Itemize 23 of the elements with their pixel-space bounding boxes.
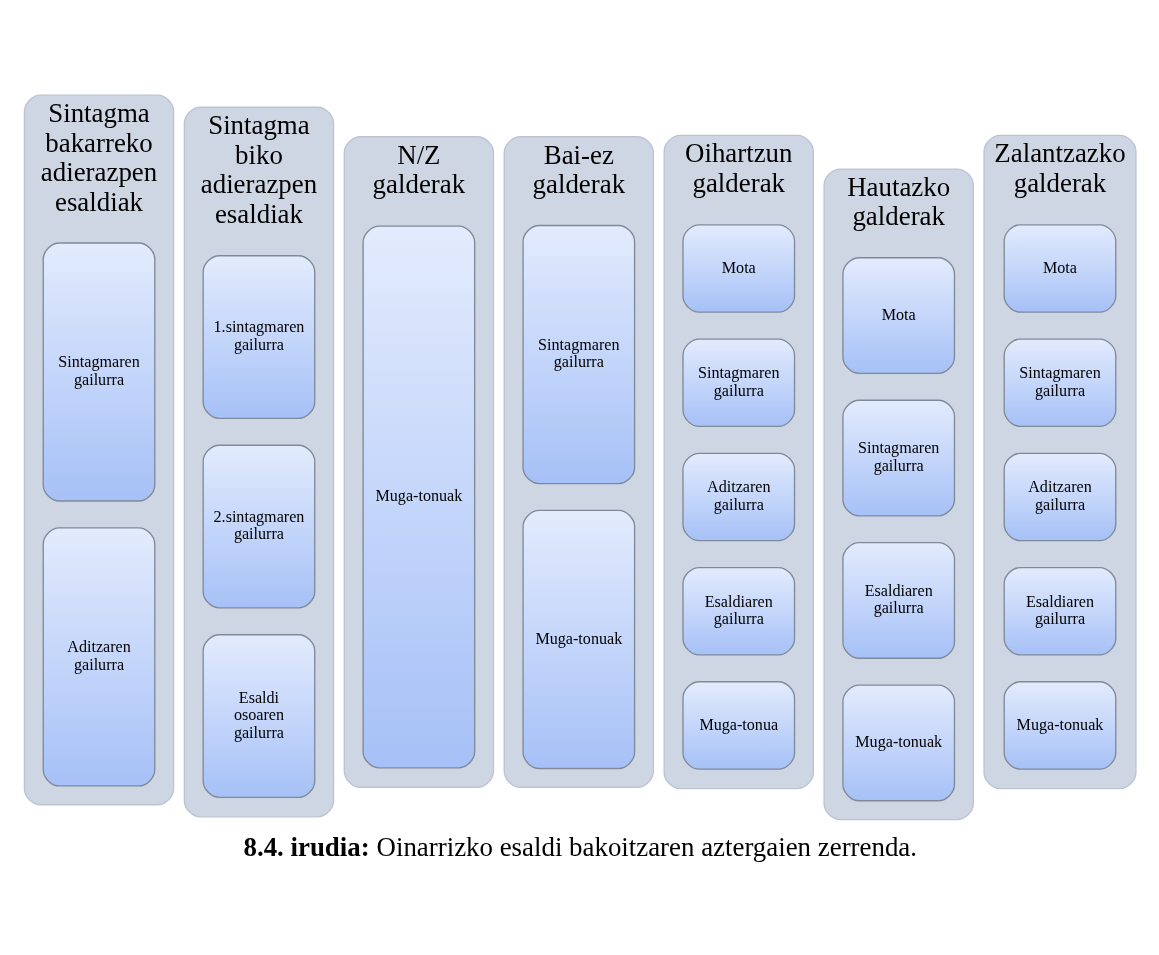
node-box: Esaldiaren gailurra	[682, 566, 796, 656]
node-box: Muga-tonua	[682, 681, 796, 770]
node-box: Mota	[682, 224, 796, 313]
node-box: Aditzaren gailurra	[1003, 452, 1117, 542]
node-box: Esaldi osoaren gailurra	[202, 634, 316, 799]
node-box: Muga-tonuak	[362, 225, 476, 769]
node-box: Sintagmaren gailurra	[842, 399, 956, 517]
node-box: Esaldiaren gailurra	[1003, 566, 1117, 656]
node-box: Muga-tonuak	[522, 509, 636, 770]
node-box: Aditzaren gailurra	[682, 452, 796, 542]
node-box: 2.sintagmaren gailurra	[202, 444, 316, 609]
node-box: Sintagmaren gailurra	[522, 224, 636, 485]
node-box: Sintagmaren gailurra	[682, 338, 796, 428]
node-box: Sintagmaren gailurra	[1003, 338, 1117, 428]
node-box: Muga-tonuak	[842, 684, 956, 802]
node-box: Esaldiaren gailurra	[842, 542, 956, 659]
node-box: Mota	[1003, 224, 1117, 313]
node-box: Sintagmaren gailurra	[42, 242, 156, 502]
node-box: Aditzaren gailurra	[42, 527, 156, 787]
node-box: Mota	[842, 257, 956, 374]
caption: 8.4. irudia: Oinarrizko esaldi bakoitzaren aztergaien zerrenda.	[243, 831, 918, 862]
node-box: Muga-tonuak	[1003, 681, 1117, 770]
node-box: 1.sintagmaren gailurra	[202, 255, 316, 420]
